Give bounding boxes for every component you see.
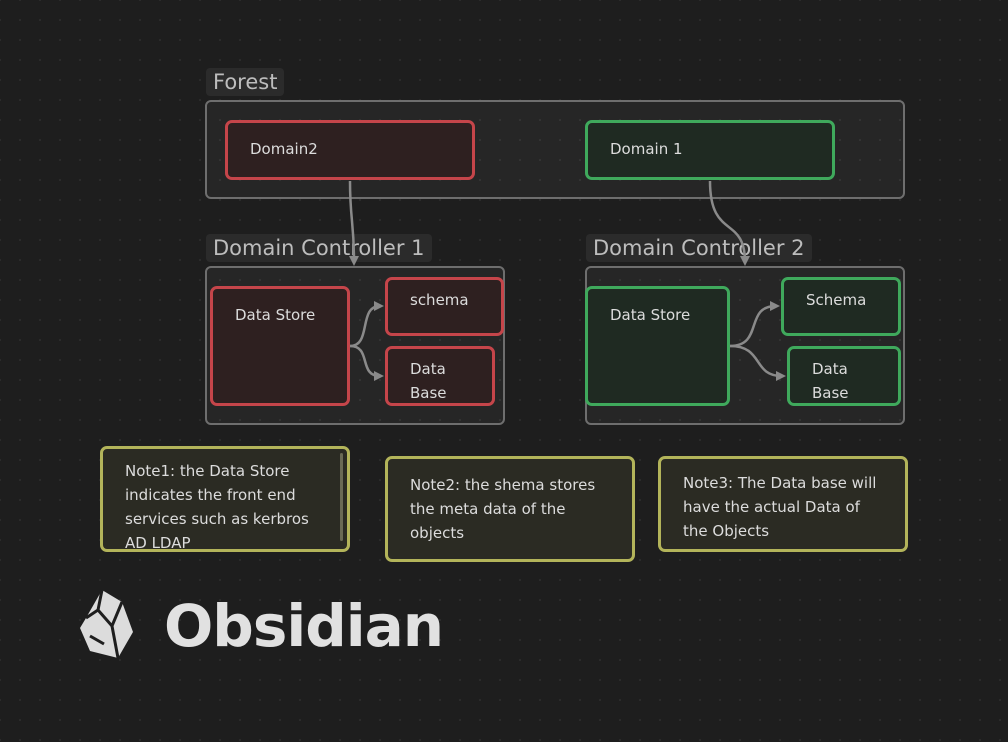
node-dc1-database-label: Data Base <box>410 360 447 402</box>
node-dc2-database[interactable]: Data Base <box>787 346 901 406</box>
note-2[interactable]: Note2: the shema stores the meta data of… <box>385 456 635 562</box>
node-dc1-schema-label: schema <box>410 291 469 309</box>
node-dc2-schema[interactable]: Schema <box>781 277 901 336</box>
node-dc1-database[interactable]: Data Base <box>385 346 495 406</box>
note-3[interactable]: Note3: The Data base will have the actua… <box>658 456 908 552</box>
group-label-dc1[interactable]: Domain Controller 1 <box>206 234 432 262</box>
node-domain2[interactable]: Domain2 <box>225 120 475 180</box>
node-dc1-schema[interactable]: schema <box>385 277 504 336</box>
edge-dc1-datastore-to-database[interactable] <box>349 344 384 381</box>
node-domain1[interactable]: Domain 1 <box>585 120 835 180</box>
edge-dc1-datastore-to-schema[interactable] <box>349 301 384 348</box>
obsidian-crystal-icon <box>78 588 136 664</box>
node-dc1-datastore-label: Data Store <box>235 306 316 324</box>
obsidian-logo: Obsidian <box>78 588 444 664</box>
node-dc2-datastore-label: Data Store <box>610 306 691 324</box>
node-domain1-label: Domain 1 <box>610 140 683 158</box>
node-dc2-schema-label: Schema <box>806 291 867 309</box>
note-3-text: Note3: The Data base will have the actua… <box>683 474 877 540</box>
edge-dc2-datastore-to-schema[interactable] <box>729 301 780 348</box>
edge-domain2-to-dc1[interactable] <box>348 180 359 266</box>
node-domain2-label: Domain2 <box>250 140 318 158</box>
edge-dc2-datastore-to-database[interactable] <box>729 344 786 381</box>
edge-domain1-to-dc2[interactable] <box>708 180 750 266</box>
node-dc2-database-label: Data Base <box>812 360 849 402</box>
node-dc2-datastore[interactable]: Data Store <box>585 286 730 406</box>
group-label-forest[interactable]: Forest <box>206 68 285 96</box>
obsidian-wordmark: Obsidian <box>164 592 444 660</box>
note-2-text: Note2: the shema stores the meta data of… <box>410 476 596 542</box>
node-dc1-datastore[interactable]: Data Store <box>210 286 350 406</box>
note-1-text: Note1: the Data Store indicates the fron… <box>125 462 309 552</box>
note-1[interactable]: Note1: the Data Store indicates the fron… <box>100 446 350 552</box>
group-label-dc2[interactable]: Domain Controller 2 <box>586 234 812 262</box>
note-1-scrollbar[interactable] <box>340 453 343 541</box>
